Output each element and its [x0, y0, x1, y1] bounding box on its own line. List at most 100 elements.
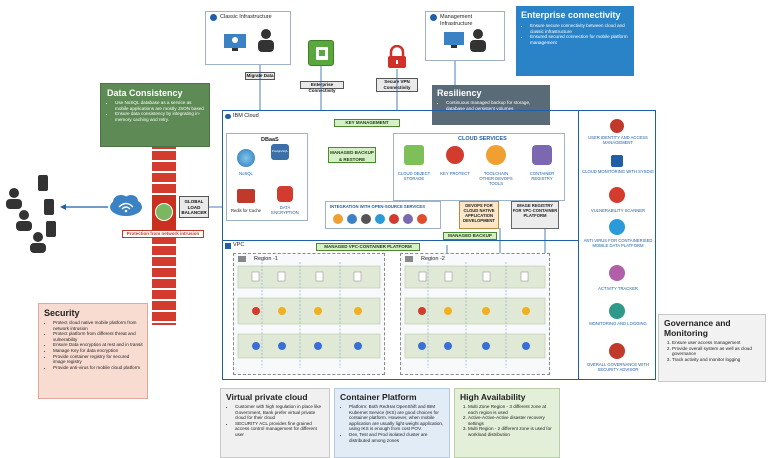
- internet-cloud: [108, 192, 144, 218]
- data-consistency-panel: Data Consistency Use NoSQL database as a…: [100, 83, 210, 147]
- container-panel-bullet: Dev, Test and Prod isolated cluster are …: [349, 432, 446, 443]
- redis-label: Redis for Cache: [230, 208, 262, 213]
- governance-bullet: Track activity and monitor logging: [672, 357, 762, 363]
- toolchain-label: TOOLCHAIN OTHER DEVOPS TOOLS: [479, 171, 513, 186]
- dbaas-title: DBaaS: [261, 137, 279, 143]
- vulnerability-label: VULNERABILITY SCANNER: [590, 208, 646, 213]
- ha-panel-title: High Availability: [460, 392, 526, 402]
- sysdig-icon: [611, 155, 623, 167]
- vpc-panel-title: Virtual private cloud: [226, 392, 308, 402]
- security-advisor-label: OVERALL GOVERNANCE WITH SECURITY ADVISOR: [587, 362, 649, 372]
- data-encryption-icon: [277, 186, 293, 202]
- governance-bullet: Provide overall system as well as cloud …: [672, 346, 762, 357]
- enterprise-connectivity-label: Enterprise Connectivity: [300, 81, 344, 93]
- security-bullet: Protect cloud native mobile platform fro…: [53, 320, 143, 331]
- servers-and-people-icon: [224, 29, 274, 52]
- vpc-panel: Virtual private cloud Customer with high…: [220, 388, 330, 458]
- cloud-services-title: CLOUD SERVICES: [458, 136, 507, 142]
- iam-icon: [610, 119, 624, 133]
- key-protect-icon: [446, 146, 464, 164]
- global-load-balancer-label: GLOBAL LOAD BALANCER: [179, 196, 209, 218]
- enterprise-bullet: Ensure secure connectivity between cloud…: [530, 23, 630, 34]
- monitoring-icon: [609, 303, 625, 319]
- governance-title: Governance and Monitoring: [664, 318, 731, 338]
- activity-tracker-icon: [609, 265, 625, 281]
- key-protect-label: KEY PROTECT: [440, 171, 470, 176]
- object-storage-label: CLOUD OBJECT STORAGE: [397, 171, 431, 181]
- container-platform-panel: Container Platform Platform: Both RedHat…: [334, 388, 450, 458]
- mgmt-infra-icon: [430, 14, 437, 21]
- open-source-logos-icon: [333, 214, 427, 224]
- region-1-label: Region -1: [254, 256, 278, 262]
- sysdig-label: CLOUD MONITORING WITH SYSDIG: [582, 169, 654, 174]
- classic-infra-icon: [210, 14, 217, 21]
- antivirus-icon: [609, 219, 625, 235]
- wifi-cloud-icon: [110, 195, 142, 216]
- resiliency-panel: Resiliency Continuous managed backup for…: [432, 85, 550, 125]
- antivirus-label: ANTI VIRUS FOR CONTAINERISED MOBILE DATA…: [583, 238, 653, 248]
- protection-label: Protection from network intrusion: [122, 230, 204, 238]
- admin-workstation-icon: [444, 29, 486, 52]
- object-storage-icon: [404, 145, 424, 165]
- activity-tracker-label: ACTIVITY TRACKER: [598, 286, 638, 291]
- redis-icon: [237, 189, 255, 203]
- enterprise-connectivity-node: [308, 40, 334, 66]
- ha-panel-bullet: Multi Region - 2 different zone is used …: [468, 426, 556, 437]
- security-panel: Security Protect cloud native mobile pla…: [38, 303, 148, 399]
- governance-panel: Governance and Monitoring Ensure user ac…: [658, 314, 766, 382]
- container-panel-title: Container Platform: [340, 392, 417, 402]
- security-title: Security: [44, 308, 80, 318]
- security-bullet: Protect platform from different threat a…: [53, 331, 143, 342]
- users-icon: [6, 175, 56, 253]
- arrow-to-users: [60, 204, 108, 210]
- data-consistency-bullet: Ensure data consistency by integrating i…: [115, 111, 205, 122]
- postgres-icon: [271, 144, 289, 160]
- postgres-label: PostgreSQL: [271, 149, 289, 153]
- integration-title: INTEGRATION WITH OPEN-SOURCE SERVICES: [330, 204, 426, 209]
- data-consistency-bullet: Use NoSQL database as a service as mobil…: [115, 100, 205, 111]
- security-advisor-icon: [609, 343, 625, 359]
- dbaas-box: DBaaS NoSQL PostgreSQL Redis for Cache D…: [226, 133, 308, 221]
- devops-box: DEVOPS FOR CLOUD NATIVE APPLICATION DEVE…: [459, 201, 499, 229]
- enterprise-panel: Enterprise connectivity Ensure secure co…: [516, 6, 634, 76]
- monitoring-label: MONITORING AND LOGGING: [589, 321, 647, 326]
- enterprise-bullet: Ensured secured connection for mobile pl…: [530, 34, 630, 45]
- image-registry-label: IMAGE REGISTRY FOR VPC-CONTAINER PLATFOR…: [512, 203, 558, 218]
- container-registry-icon: [532, 145, 552, 165]
- managed-vpc-platform-label: MANAGED VPC-CONTAINER PLATFORM: [316, 243, 420, 251]
- image-registry-box: IMAGE REGISTRY FOR VPC-CONTAINER PLATFOR…: [511, 201, 559, 229]
- security-bullet: Provide container registry for secured i…: [53, 354, 143, 365]
- data-consistency-title: Data Consistency: [107, 88, 183, 98]
- region-2-label: Region -2: [421, 256, 445, 262]
- vpc-label: VPC: [233, 242, 245, 248]
- iam-label: USER IDENTITY AND ACCESS MANAGEMENT: [588, 135, 648, 145]
- governance-bullet: Ensure user access management: [672, 340, 762, 346]
- nosql-label: NoSQL: [239, 171, 253, 176]
- cloud-services-box: CLOUD SERVICES CLOUD OBJECT STORAGE KEY …: [393, 133, 565, 201]
- classic-infra-box: Classic Infrastructure: [205, 11, 291, 65]
- lock-icon: [388, 44, 406, 68]
- container-registry-label: CONTAINER REGISTRY: [529, 171, 555, 181]
- vpn-lock: [386, 44, 408, 69]
- nosql-icon: [237, 149, 255, 167]
- high-availability-panel: High Availability Multi Zone Region - 3 …: [454, 388, 560, 458]
- managed-backup-label: MANAGED BACKUP: [443, 232, 497, 240]
- region-icon: [405, 256, 413, 262]
- integration-box: INTEGRATION WITH OPEN-SOURCE SERVICES: [325, 201, 441, 229]
- container-panel-bullet: Platform: Both RedHat OpenShift and IBM …: [349, 404, 446, 432]
- toolchain-icon: [486, 145, 506, 165]
- security-bullet: Ensure Data encryption at rest and in tr…: [53, 342, 143, 348]
- devops-label: DEVOPS FOR CLOUD NATIVE APPLICATION DEVE…: [463, 203, 495, 223]
- key-management-label: KEY MANAGEMENT: [334, 119, 400, 127]
- data-encryption-label: DATA ENCRYPTION: [271, 205, 299, 215]
- connectivity-icon: [316, 47, 328, 60]
- resiliency-bullet: Continuous managed backup for storage, d…: [446, 100, 546, 111]
- firewall-icon: [155, 203, 173, 221]
- managed-backup-restore-label: MANAGED BACKUP & RESTORE: [328, 147, 376, 163]
- vpc-panel-bullet: Customer with high regulation in place l…: [235, 404, 325, 421]
- ibm-cloud-icon: [225, 114, 231, 119]
- mobile-users: [2, 165, 62, 255]
- resiliency-title: Resiliency: [437, 88, 482, 98]
- classic-infra-title: Classic Infrastructure: [220, 14, 272, 20]
